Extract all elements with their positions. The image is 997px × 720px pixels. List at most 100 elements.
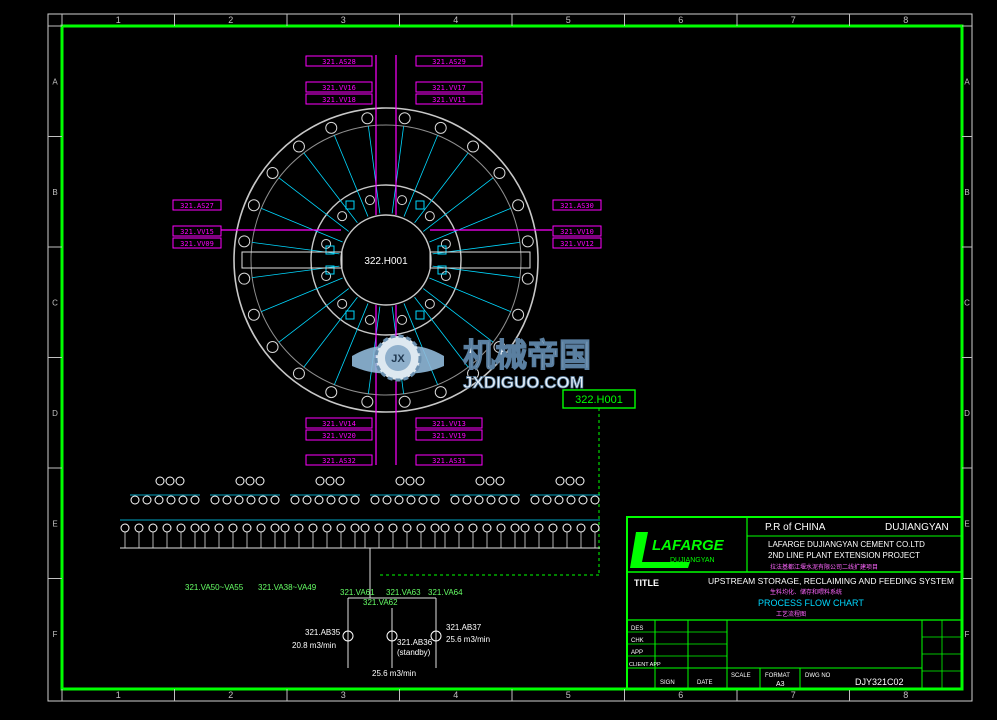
dwg-no-label: DWG NO (805, 673, 831, 679)
instrument-tag-label: 321.AS30 (560, 202, 594, 210)
inner-node (364, 195, 375, 206)
valve-symbol (437, 265, 447, 275)
valve-symbol (415, 310, 425, 320)
instrument-tag: 321.AS30 (552, 199, 602, 211)
instrument-tag-label: 321.VV17 (432, 84, 466, 92)
project-cn: 拉法基都江堰水泥有限公司二线扩建项目 (770, 563, 878, 571)
silo-center-label: 322.H001 (364, 256, 408, 267)
silo-inner-ring (310, 184, 462, 336)
instrument-tag-label: 321.VV16 (322, 84, 356, 92)
dwg-no-value: DJY321C02 (855, 677, 904, 687)
valve-group (200, 476, 280, 548)
blower-2-label: 321.AB36 (397, 638, 433, 647)
sign-label: SIGN (660, 680, 675, 686)
aeration-node (493, 341, 506, 354)
blower-1-label: 321.AB35 (305, 628, 341, 637)
instrument-tag-label: 321.AS28 (322, 58, 356, 66)
instrument-tag-label: 321.VV12 (560, 240, 594, 248)
col-label-bottom: 2 (228, 690, 233, 700)
aeration-node (325, 386, 338, 399)
valve-symbol (345, 200, 355, 210)
instrument-tag-label: 321.VV11 (432, 96, 466, 104)
silo-reference-tag: 322.H001 (380, 389, 636, 576)
aeration-node (292, 367, 305, 380)
aeration-node (266, 166, 279, 179)
col-label-top: 5 (566, 15, 571, 25)
valve-d-label: 321.VA64 (428, 588, 463, 597)
blower-1-icon (342, 630, 354, 642)
instrument-tag: 321.AS31 (415, 454, 483, 466)
blower-3-label: 321.AB37 (446, 623, 482, 632)
valve-group (440, 476, 520, 548)
aeration-node (292, 140, 305, 153)
instrument-tag: 321.VV09 (172, 237, 222, 249)
chk-label: CHK (631, 638, 644, 644)
row-label-right: C (964, 298, 970, 307)
silo-outer-ring (233, 107, 539, 413)
inner-node (424, 298, 435, 309)
aeration-node (434, 386, 447, 399)
feed-label-mid: 321.VA38~VA49 (258, 583, 317, 592)
aeration-node (434, 121, 447, 134)
row-label-right: E (964, 519, 969, 528)
instrument-tag-label: 321.VV13 (432, 420, 466, 428)
row-label-left: D (52, 409, 58, 418)
inner-node (337, 211, 348, 222)
instrument-tag: 321.VV13 (415, 417, 483, 429)
blower-3-flow: 25.6 m3/min (446, 635, 490, 644)
instrument-tag: 321.VV14 (305, 417, 373, 429)
title-line-1: UPSTREAM STORAGE, RECLAIMING AND FEEDING… (708, 576, 954, 586)
instrument-tag-label: 321.AS29 (432, 58, 466, 66)
aeration-node (521, 235, 534, 248)
aeration-node (238, 235, 251, 248)
instrument-tag-label: 321.VV18 (322, 96, 356, 104)
aeration-node (398, 395, 411, 408)
instrument-tag: 321.VV12 (552, 237, 602, 249)
format-label: FORMAT (765, 673, 790, 679)
instrument-tags: 321.AS28 321.VV16 321.VV18 321.AS29 321.VV17… (172, 55, 602, 466)
row-label-left: A (52, 77, 58, 86)
row-label-left: F (53, 630, 58, 639)
inner-node (424, 211, 435, 222)
inner-node (397, 314, 408, 325)
logo-subtext: DUJIANGYAN (670, 557, 715, 564)
col-label-top: 1 (116, 15, 121, 25)
col-label-top: 6 (678, 15, 683, 25)
instrument-tag: 321.VV15 (172, 225, 222, 237)
aeration-node (247, 308, 260, 321)
blower-1-flow: 20.8 m3/min (292, 641, 336, 650)
feed-label-left: 321.VA50~VA55 (185, 583, 244, 592)
row-label-left: E (52, 519, 57, 528)
instrument-tag: 321.VV16 (305, 81, 373, 93)
valve-symbol (325, 265, 335, 275)
title-label: TITLE (634, 578, 659, 588)
col-label-bottom: 6 (678, 690, 683, 700)
col-label-bottom: 1 (116, 690, 121, 700)
instrument-tag: 321.AS28 (305, 55, 373, 67)
valve-a-label: 321.VA61 (340, 588, 375, 597)
aeration-node (521, 272, 534, 285)
scale-label: SCALE (731, 673, 751, 679)
col-label-bottom: 8 (903, 690, 908, 700)
instrument-tag-label: 321.VV14 (322, 420, 356, 428)
blower-2-note: (standby) (397, 648, 431, 657)
instrument-tag-label: 321.VV19 (432, 432, 466, 440)
aeration-node (512, 308, 525, 321)
row-label-right: F (965, 630, 970, 639)
date-label: DATE (697, 680, 713, 686)
col-label-top: 2 (228, 15, 233, 25)
valve-symbol (345, 310, 355, 320)
aeration-node (398, 112, 411, 125)
col-label-top: 8 (903, 15, 908, 25)
col-label-bottom: 4 (453, 690, 458, 700)
valve-symbol (325, 245, 335, 255)
instrument-tag-label: 321.AS31 (432, 457, 466, 465)
watermark-cn: 机械帝国 (463, 337, 591, 373)
title-line-2: PROCESS FLOW CHART (758, 598, 864, 608)
instrument-tag: 321.VV20 (305, 429, 373, 441)
col-label-top: 4 (453, 15, 458, 25)
project: 2ND LINE PLANT EXTENSION PROJECT (768, 551, 920, 560)
aeration-node (325, 121, 338, 134)
